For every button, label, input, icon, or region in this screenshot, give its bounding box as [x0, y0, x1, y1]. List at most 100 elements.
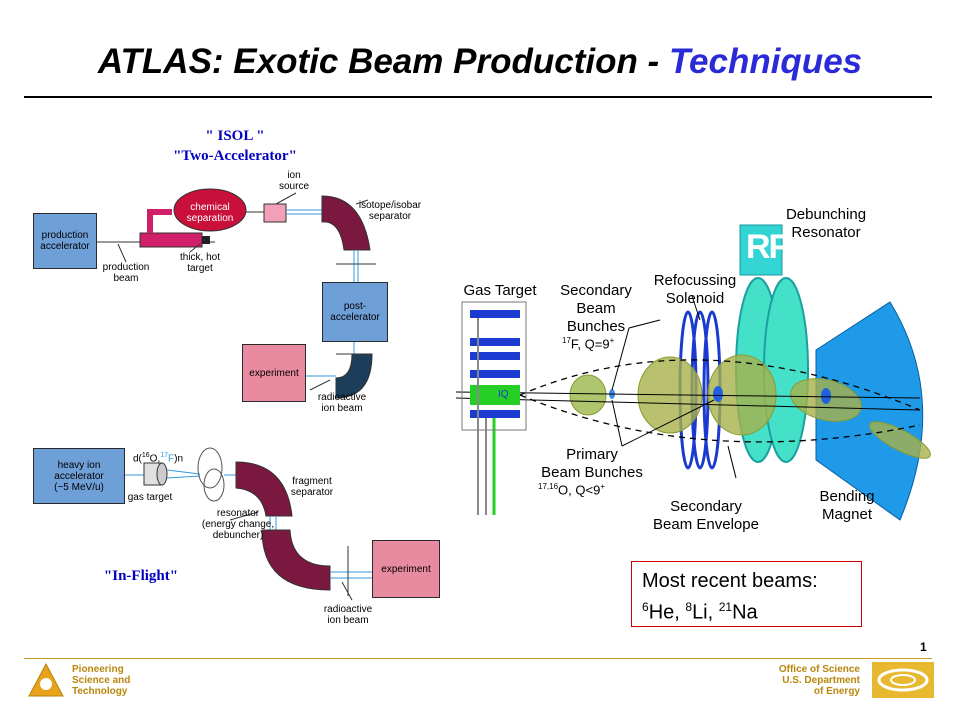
- resonator-label-1: resonator: [216, 508, 260, 519]
- page-number: 1: [920, 640, 927, 654]
- isol-heading-1: " ISOL ": [205, 128, 265, 144]
- bending-magnet: [815, 301, 924, 521]
- gas-target-label: gas target: [127, 492, 173, 503]
- na-label: Na: [732, 601, 758, 624]
- chemical-separation-ellipse: [173, 188, 247, 232]
- fragment-separator-magnet-2: [261, 529, 331, 591]
- secondary-bunches-1: Secondary: [560, 282, 632, 299]
- target-tube: [139, 232, 203, 248]
- inflight-radioactive-label-2: ion beam: [327, 615, 369, 626]
- isol-heading-2: "Two-Accelerator": [173, 148, 297, 164]
- target-cap: [202, 236, 210, 244]
- resonator-label-2: (energy change,: [201, 519, 275, 530]
- footer-left-2: Science and: [72, 675, 131, 686]
- he-label: He,: [648, 601, 686, 624]
- pointer-secondary-2: [628, 319, 661, 329]
- sec-plus: +: [609, 336, 615, 345]
- production-accelerator-label-1: production: [41, 230, 89, 241]
- primary-bunch-3: [821, 388, 831, 404]
- title-rule: [24, 96, 932, 98]
- beam-axis-lower: [455, 397, 921, 411]
- bending-label-1: Bending: [819, 488, 875, 505]
- secondary-charge-label: 17F, Q=9+: [562, 336, 614, 351]
- iq-label: IQ: [498, 389, 509, 400]
- refocussing-label-2: Solenoid: [665, 290, 725, 307]
- gas-target-right-label: Gas Target: [463, 282, 537, 299]
- gt-frame: [461, 301, 527, 431]
- production-beam-label-1: production: [102, 262, 150, 273]
- gt-bar-2: [470, 338, 520, 346]
- doe-logo-icon: [872, 662, 934, 698]
- isol-radioactive-label-2: ion beam: [321, 403, 363, 414]
- reaction-mid: O,: [149, 453, 161, 465]
- primary-label-1: Primary: [566, 446, 618, 463]
- recent-beams-list: 6He, 8Li, 21Na: [642, 594, 861, 626]
- gt-bar-1: [470, 310, 520, 318]
- pointer-primary-2: [621, 399, 715, 447]
- production-beam-pointer: [117, 243, 127, 263]
- gas-target-end: [156, 462, 168, 486]
- isol-experiment-box: experiment: [242, 344, 306, 402]
- pointer-secondary-1: [611, 327, 630, 391]
- title-accent: Techniques: [668, 42, 863, 81]
- reaction-sup1: 16: [141, 452, 150, 459]
- footer-left-1: Pioneering: [72, 664, 124, 675]
- gt-green-box: [470, 385, 520, 405]
- footer-right-1: Office of Science: [778, 664, 860, 675]
- inflight-heading: "In-Flight": [103, 568, 179, 584]
- reaction-label: d(16O,17F)n: [118, 450, 198, 464]
- argonne-logo-icon: [28, 662, 64, 697]
- isotope-separator-magnet: [321, 195, 371, 251]
- footer-right-2: U.S. Department: [782, 675, 860, 686]
- production-beam-label-2: beam: [113, 273, 139, 284]
- ion-source-pointer: [275, 192, 297, 205]
- he-sup: 6: [642, 600, 649, 614]
- heavy-ion-label-3: (~5 MeV/u): [54, 481, 104, 493]
- pri-text: O, Q<9: [558, 482, 601, 498]
- primary-label-2: Beam Bunches: [541, 464, 643, 481]
- isotope-separator-label-2: separator: [368, 211, 412, 222]
- heavy-ion-label-1: heavy ion: [57, 459, 101, 471]
- li-label: Li,: [692, 601, 719, 624]
- thick-target-label-1: thick, hot: [179, 252, 221, 263]
- post-accelerator-label-2: accelerator: [330, 312, 380, 323]
- isol-radioactive-label-1: radioactive: [317, 392, 367, 403]
- rf-label: RF: [746, 228, 789, 266]
- debunching-label-1: Debunching: [785, 206, 867, 223]
- pri-sup: 17,16: [538, 482, 559, 491]
- footer-left-3: Technology: [72, 686, 128, 697]
- bunch-1: [569, 374, 607, 416]
- heavy-ion-label-2: accelerator: [54, 470, 104, 482]
- rf-ellipse-2: [763, 277, 809, 463]
- inflight-radioactive-label-1: radioactive: [323, 604, 373, 615]
- inflight-experiment-label: experiment: [381, 563, 431, 575]
- primary-charge-label: 17,16O, Q<9+: [538, 482, 605, 497]
- li-sup: 8: [685, 600, 693, 614]
- pipe: [147, 209, 172, 233]
- envelope-label-2: Beam Envelope: [653, 516, 759, 533]
- gt-bar-3: [470, 352, 520, 360]
- rf-cavity-top: [739, 224, 783, 276]
- resonator-loop-1: [197, 447, 223, 489]
- page-title: ATLAS: Exotic Beam Production - Techniqu…: [0, 42, 960, 92]
- ion-source-label-1: ion: [287, 170, 301, 181]
- post-accelerator-label-1: post-: [343, 301, 367, 312]
- bending-magnet-small: [335, 353, 373, 399]
- isol-experiment-label: experiment: [249, 367, 299, 379]
- ion-source-label-2: source: [278, 181, 309, 192]
- sec-text: F, Q=9: [570, 336, 610, 352]
